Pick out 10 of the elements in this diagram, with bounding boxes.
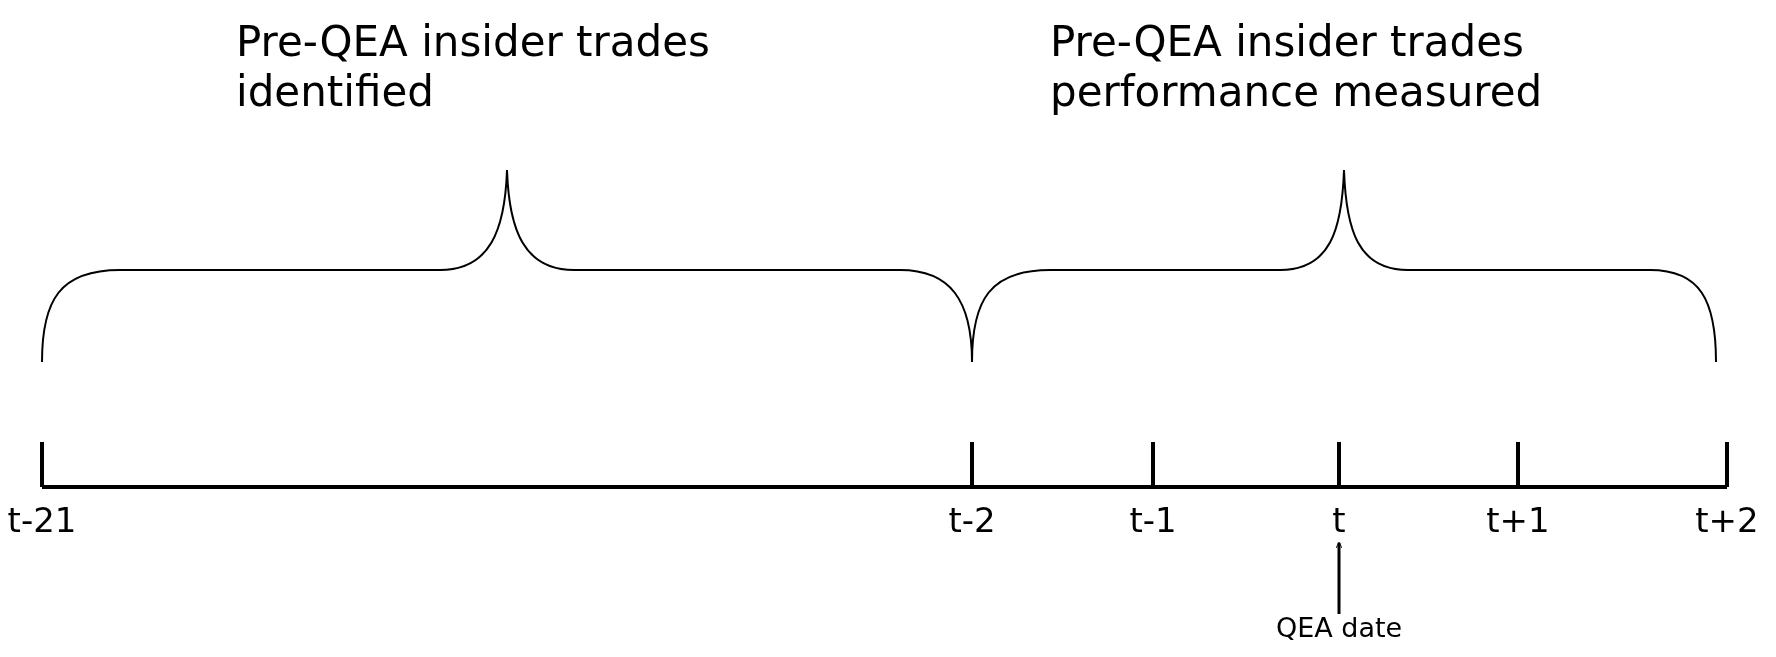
tick-label: t-1 <box>1129 500 1177 541</box>
tick-label: t <box>1332 500 1346 541</box>
tick-label: t-2 <box>948 500 996 541</box>
tick-label: t+2 <box>1695 500 1759 541</box>
heading: Pre-QEA insider trades identified <box>236 17 711 118</box>
tick-label: t-21 <box>7 500 77 541</box>
tick-label: t+1 <box>1486 500 1550 541</box>
heading: Pre-QEA insider trades performance measured <box>1050 17 1544 118</box>
arrow <box>1335 541 1343 614</box>
date-label: QEA date <box>1275 612 1403 645</box>
